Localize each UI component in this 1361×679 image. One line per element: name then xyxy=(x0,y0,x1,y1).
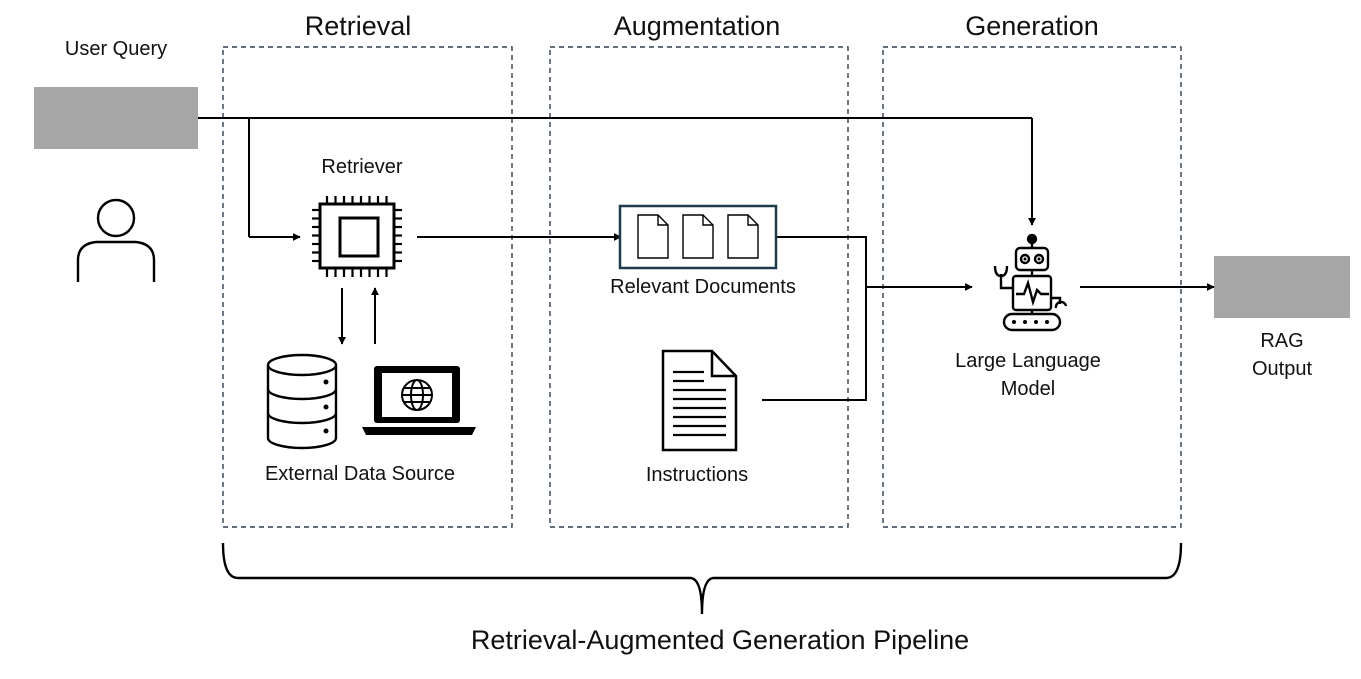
llm-label-line2: Model xyxy=(1000,378,1056,400)
user-query-box xyxy=(34,87,198,149)
document-icon xyxy=(661,349,738,452)
database-icon xyxy=(266,353,338,450)
retrieval-section-box xyxy=(222,46,513,528)
external-data-source-label: External Data Source xyxy=(264,463,456,485)
pipeline-brace xyxy=(221,542,1183,615)
instructions-label: Instructions xyxy=(645,464,749,486)
rag-output-box xyxy=(1214,256,1350,318)
documents-icon xyxy=(618,204,778,270)
rag-output-label-line2: Output xyxy=(1251,358,1313,380)
section-title-augmentation: Augmentation xyxy=(613,11,781,41)
robot-icon xyxy=(993,233,1068,332)
llm-label-line1: Large Language xyxy=(955,350,1101,372)
llm-label: Large Language Model xyxy=(955,347,1101,403)
relevant-documents-label: Relevant Documents xyxy=(610,276,796,298)
pipeline-label: Retrieval-Augmented Generation Pipeline xyxy=(470,625,970,655)
rag-output-label-line1: RAG xyxy=(1260,330,1304,352)
user-query-label: User Query xyxy=(64,38,168,60)
rag-output-label: RAG Output xyxy=(1252,327,1312,383)
section-title-generation: Generation xyxy=(965,11,1099,41)
retriever-label: Retriever xyxy=(321,156,403,178)
person-icon xyxy=(76,198,156,282)
chip-icon xyxy=(312,196,402,277)
laptop-globe-icon xyxy=(362,366,476,435)
augmentation-section-box xyxy=(549,46,849,528)
section-title-retrieval: Retrieval xyxy=(304,11,412,41)
instructions-merge-line xyxy=(762,287,867,401)
documents-merge-line xyxy=(776,236,867,287)
